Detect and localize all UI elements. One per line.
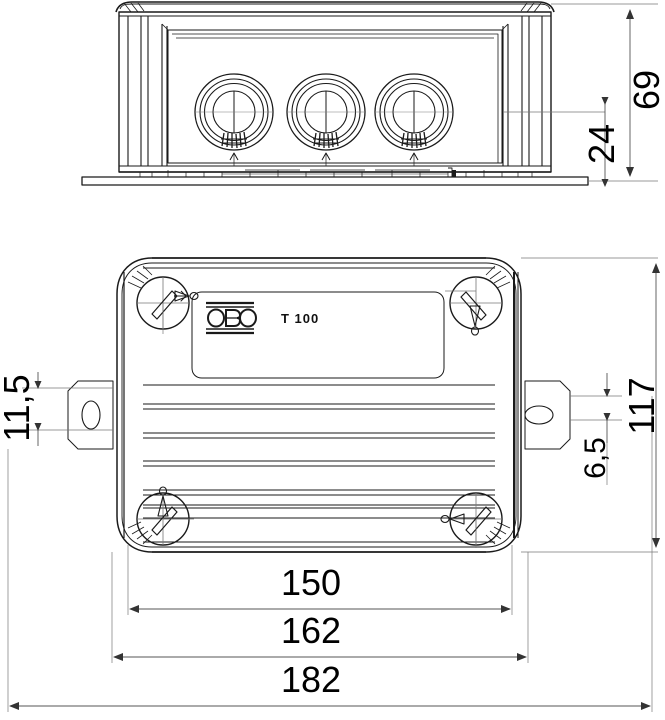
corner-screw-bottom-right — [440, 492, 503, 548]
dimension-182 — [7, 396, 653, 712]
cable-entry-knockout — [194, 73, 274, 166]
product-model-label: T 100 — [281, 311, 320, 326]
cable-entry-knockout — [374, 73, 454, 166]
dimension-label-162: 162 — [281, 610, 342, 651]
corner-screw-bottom-left — [136, 486, 194, 546]
obo-logo-icon — [206, 301, 257, 335]
dimension-69 — [551, 3, 658, 182]
dimension-11-5 — [22, 372, 113, 446]
corner-screw-top-left — [136, 276, 199, 334]
dimension-24 — [503, 97, 609, 187]
dimension-117 — [521, 257, 660, 553]
dimension-6-5 — [570, 373, 622, 485]
dimension-label-6-5: 6,5 — [579, 437, 612, 479]
dimension-label-69: 69 — [626, 69, 665, 111]
mounting-ear-left — [67, 380, 114, 450]
cable-entry-knockout — [286, 73, 366, 166]
side-elevation-view — [81, 1, 589, 186]
dimension-150 — [127, 545, 513, 615]
housing-ribs — [143, 384, 495, 506]
base-flange — [81, 165, 589, 186]
bottom-plan-view — [67, 257, 571, 553]
dimension-label-182: 182 — [281, 659, 342, 700]
corner-screw-top-right — [445, 276, 503, 336]
dimension-162 — [111, 552, 529, 663]
label-plate — [191, 291, 445, 379]
dimension-label-24: 24 — [581, 123, 622, 165]
dimension-label-150: 150 — [281, 562, 342, 603]
mounting-ear-right — [524, 380, 571, 450]
dimension-label-11-5: 11,5 — [0, 374, 37, 442]
dimension-label-117: 117 — [621, 377, 662, 435]
